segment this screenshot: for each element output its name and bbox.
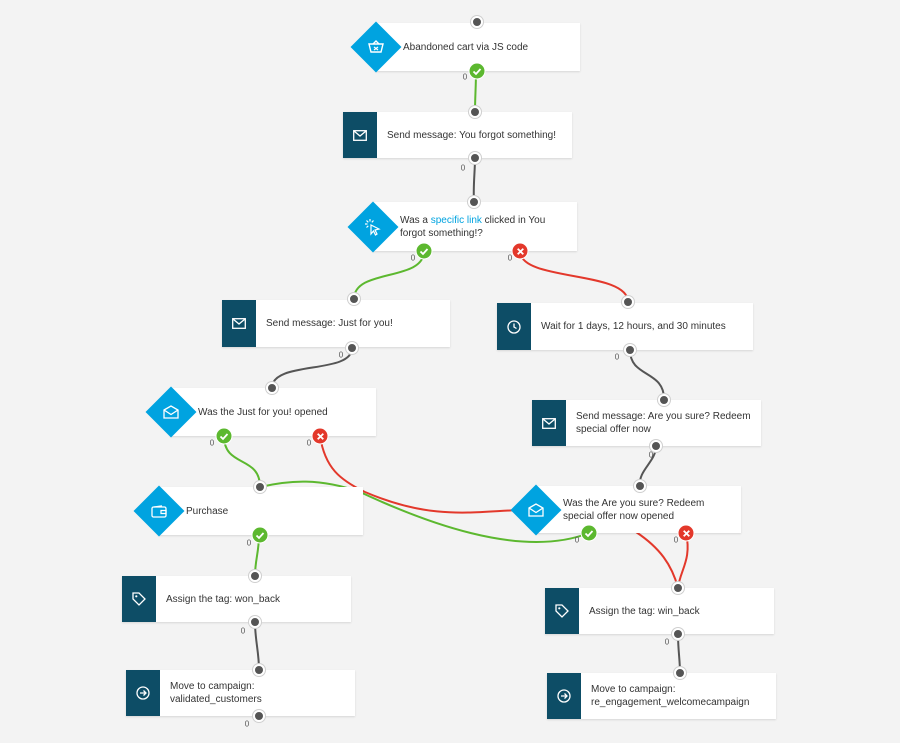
count-cond-link-yes: 0	[410, 253, 416, 263]
yes-check-icon[interactable]	[415, 242, 433, 260]
arrow-circle-icon	[126, 670, 160, 716]
send-just-label: Send message: Just for you!	[266, 318, 393, 329]
count-send1-out: 0	[460, 163, 466, 173]
cond-link-suffix: clicked in You forgot something!?	[400, 214, 546, 239]
port-send1-in[interactable]	[469, 106, 481, 118]
wire-tagwon-to-move	[254, 621, 260, 671]
count-cond-open2-yes: 0	[574, 535, 580, 545]
count-send-just-out: 0	[338, 350, 344, 360]
wire-condlink-yes	[353, 250, 425, 300]
action-node-tag-win-back[interactable]: Assign the tag: win_back	[545, 588, 774, 634]
port-tag-won-out[interactable]	[249, 616, 261, 628]
send-sure-label: Send message: Are you sure? Redeem speci…	[576, 411, 751, 435]
wire-cond2-no-branch	[635, 531, 679, 589]
count-wait-out: 0	[614, 352, 620, 362]
trigger-label: Abandoned cart via JS code	[403, 41, 529, 53]
action-node-send-you-forgot[interactable]: Send message: You forgot something!	[343, 112, 572, 158]
yes-check-icon[interactable]	[251, 526, 269, 544]
count-tag-win-out: 0	[664, 637, 670, 647]
no-cross-icon[interactable]	[677, 524, 695, 542]
wire-wait-to-sendsure	[629, 349, 666, 401]
port-purchase-in[interactable]	[254, 481, 266, 493]
cond-link-label: Was a specific link clicked in You forgo…	[372, 214, 577, 240]
count-trigger-out: 0	[462, 72, 468, 82]
specific-link[interactable]: specific link	[430, 214, 482, 226]
tag-icon	[122, 576, 156, 622]
count-move-valid-out: 0	[244, 719, 250, 729]
port-move-reeng-in[interactable]	[674, 667, 686, 679]
clock-icon	[497, 303, 531, 350]
arrow-circle-icon	[547, 673, 581, 719]
condition-node-sure-opened[interactable]: Was the Are you sure? Redeem special off…	[510, 484, 741, 535]
count-purchase-yes: 0	[246, 538, 252, 548]
port-wait-in[interactable]	[622, 296, 634, 308]
yes-check-icon[interactable]	[580, 524, 598, 542]
click-icon	[355, 209, 391, 245]
port-send-just-in[interactable]	[348, 293, 360, 305]
envelope-icon	[532, 400, 566, 446]
cond-open1-label: Was the Just for you! opened	[198, 406, 328, 418]
action-node-send-are-you-sure[interactable]: Send message: Are you sure? Redeem speci…	[532, 400, 761, 446]
wire-cond2-yes-to-purchase	[259, 480, 590, 543]
action-node-send-just-for-you[interactable]: Send message: Just for you!	[222, 300, 450, 347]
yes-check-icon[interactable]	[215, 427, 233, 445]
port-send1-out[interactable]	[469, 152, 481, 164]
basket-icon	[358, 29, 394, 65]
wire-cond1-yes	[223, 435, 261, 488]
port-cond-open2-in[interactable]	[634, 480, 646, 492]
wire-sendjust-to-cond1	[271, 347, 353, 389]
count-cond-open1-no: 0	[306, 438, 312, 448]
tag-icon	[545, 588, 579, 634]
action-node-move-reengagement[interactable]: Move to campaign: re_engagement_welcomec…	[547, 673, 776, 719]
action-node-wait[interactable]: Wait for 1 days, 12 hours, and 30 minute…	[497, 303, 753, 350]
envelope-open-icon	[153, 394, 189, 430]
count-tag-won-out: 0	[240, 626, 246, 636]
yes-check-icon[interactable]	[468, 62, 486, 80]
count-cond-link-no: 0	[507, 253, 513, 263]
condition-node-link-clicked[interactable]: Was a specific link clicked in You forgo…	[347, 201, 577, 252]
port-move-valid-out[interactable]	[253, 710, 265, 722]
condition-node-just-opened[interactable]: Was the Just for you! opened	[145, 386, 376, 438]
move-valid-label: Move to campaign: validated_customers	[170, 681, 262, 705]
action-node-move-validated[interactable]: Move to campaign: validated_customers	[126, 670, 355, 716]
port-send-sure-out[interactable]	[650, 440, 662, 452]
tag-win-label: Assign the tag: win_back	[589, 605, 700, 617]
port-tag-win-out[interactable]	[672, 628, 684, 640]
count-cond-open2-no: 0	[673, 535, 679, 545]
no-cross-icon[interactable]	[511, 242, 529, 260]
purchase-label: Purchase	[186, 505, 229, 517]
wire-cond1-no	[319, 435, 521, 514]
count-send-sure-out: 0	[648, 450, 654, 460]
port-send-sure-in[interactable]	[658, 394, 670, 406]
wait-label: Wait for 1 days, 12 hours, and 30 minute…	[541, 321, 726, 332]
wire-condlink-no	[519, 250, 629, 303]
envelope-open-icon	[518, 492, 554, 528]
port-wait-out[interactable]	[624, 344, 636, 356]
port-move-valid-in[interactable]	[253, 664, 265, 676]
envelope-icon	[222, 300, 256, 347]
port-send-just-out[interactable]	[346, 342, 358, 354]
count-cond-open1-yes: 0	[209, 438, 215, 448]
port-cond-link-in[interactable]	[468, 196, 480, 208]
cond-open2-label: Was the Are you sure? Redeem special off…	[563, 497, 705, 522]
port-tag-win-in[interactable]	[672, 582, 684, 594]
move-reeng-label: Move to campaign: re_engagement_welcomec…	[591, 684, 750, 708]
send1-label: Send message: You forgot something!	[387, 129, 557, 141]
port-trigger-in[interactable]	[471, 16, 483, 28]
port-tag-won-in[interactable]	[249, 570, 261, 582]
port-cond-open1-in[interactable]	[266, 382, 278, 394]
envelope-icon	[343, 112, 377, 158]
tag-won-label: Assign the tag: won_back	[166, 593, 280, 605]
cond-link-prefix: Was a	[400, 214, 431, 226]
action-node-tag-won-back[interactable]: Assign the tag: won_back	[122, 576, 351, 622]
no-cross-icon[interactable]	[311, 427, 329, 445]
wallet-icon	[141, 493, 177, 529]
